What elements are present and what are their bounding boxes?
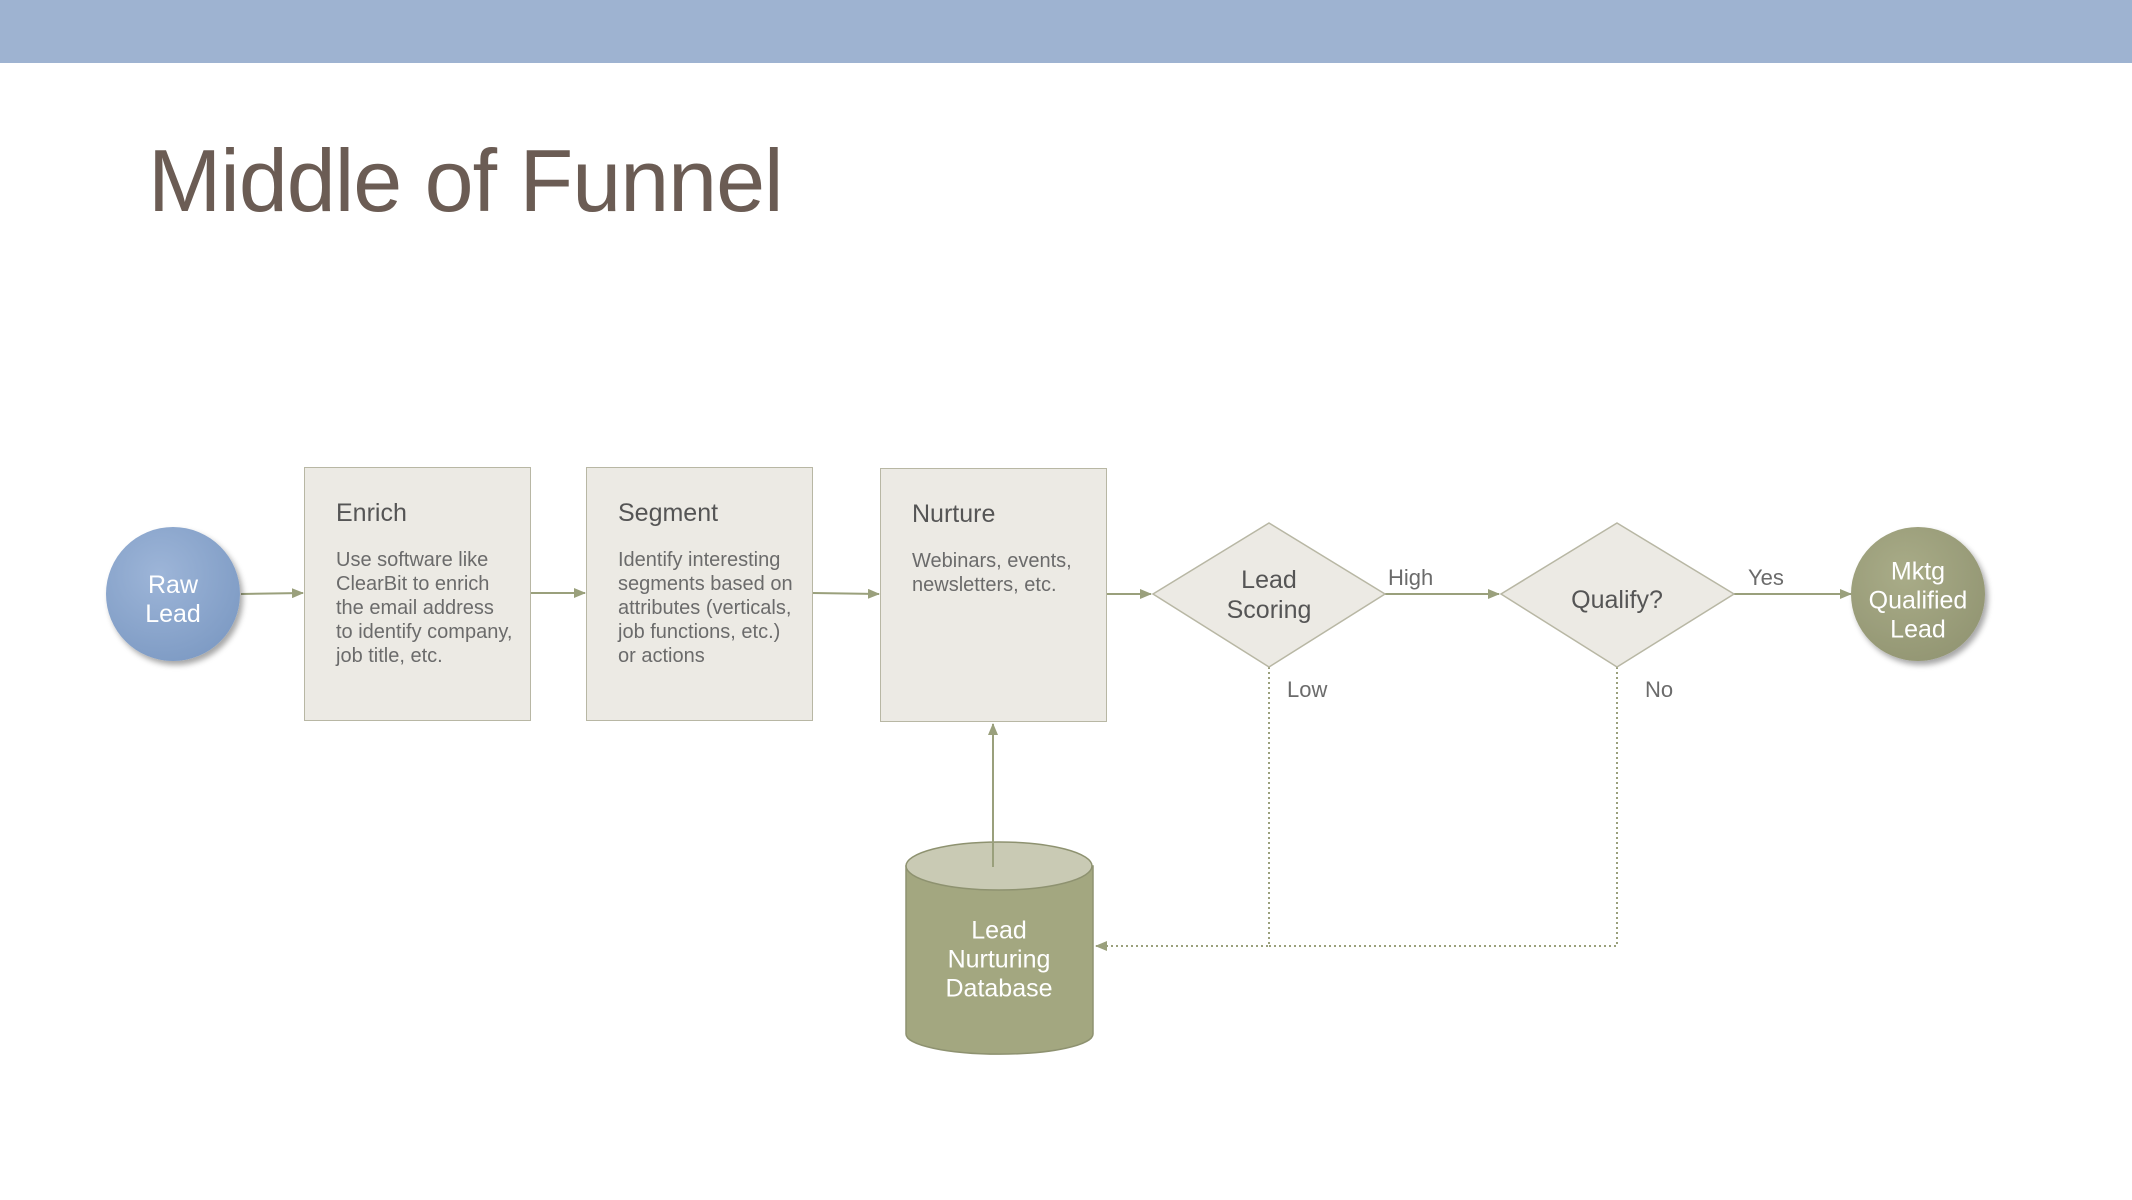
raw-lead-node — [106, 527, 240, 661]
enrich-body: Use software like ClearBit to enrich the… — [336, 549, 513, 667]
qualify-label: Qualify? — [1571, 586, 1663, 614]
slide-title: Middle of Funnel — [148, 131, 784, 230]
segment-node: Segment Identify interesting segments ba… — [586, 467, 813, 721]
lead-scoring-node — [1151, 522, 1387, 668]
arrow-raw-to-enrich — [240, 588, 304, 599]
enrich-node: Enrich Use software like ClearBit to enr… — [304, 467, 531, 721]
lead-scoring-label: Lead Scoring — [1226, 566, 1312, 624]
edge-label-high: High — [1388, 565, 1434, 590]
segment-body: Identify interesting segments based on a… — [618, 549, 793, 667]
qualify-node — [1499, 522, 1736, 668]
raw-lead-label: Raw Lead — [145, 571, 201, 628]
lead-nurturing-database-node — [905, 841, 1094, 1055]
nurture-node: Nurture Webinars, events, newsletters, e… — [880, 468, 1107, 722]
header-bar — [0, 0, 2132, 63]
edge-label-no: No — [1645, 677, 1674, 702]
arrow-scoring-low — [1095, 667, 1270, 951]
edge-label-yes: Yes — [1748, 565, 1784, 590]
nurture-title: Nurture — [912, 500, 996, 528]
mql-label: Mktg Qualified Lead — [1868, 557, 1968, 644]
arrow-qualify-no — [1269, 667, 1618, 947]
arrow-segment-to-nurture — [812, 588, 880, 599]
mql-node — [1851, 527, 1985, 661]
edge-label-low: Low — [1287, 677, 1328, 702]
database-label: Lead Nurturing Database — [945, 916, 1053, 1003]
enrich-title: Enrich — [336, 499, 407, 527]
nurture-body: Webinars, events, newsletters, etc. — [912, 550, 1072, 596]
segment-title: Segment — [618, 499, 719, 527]
